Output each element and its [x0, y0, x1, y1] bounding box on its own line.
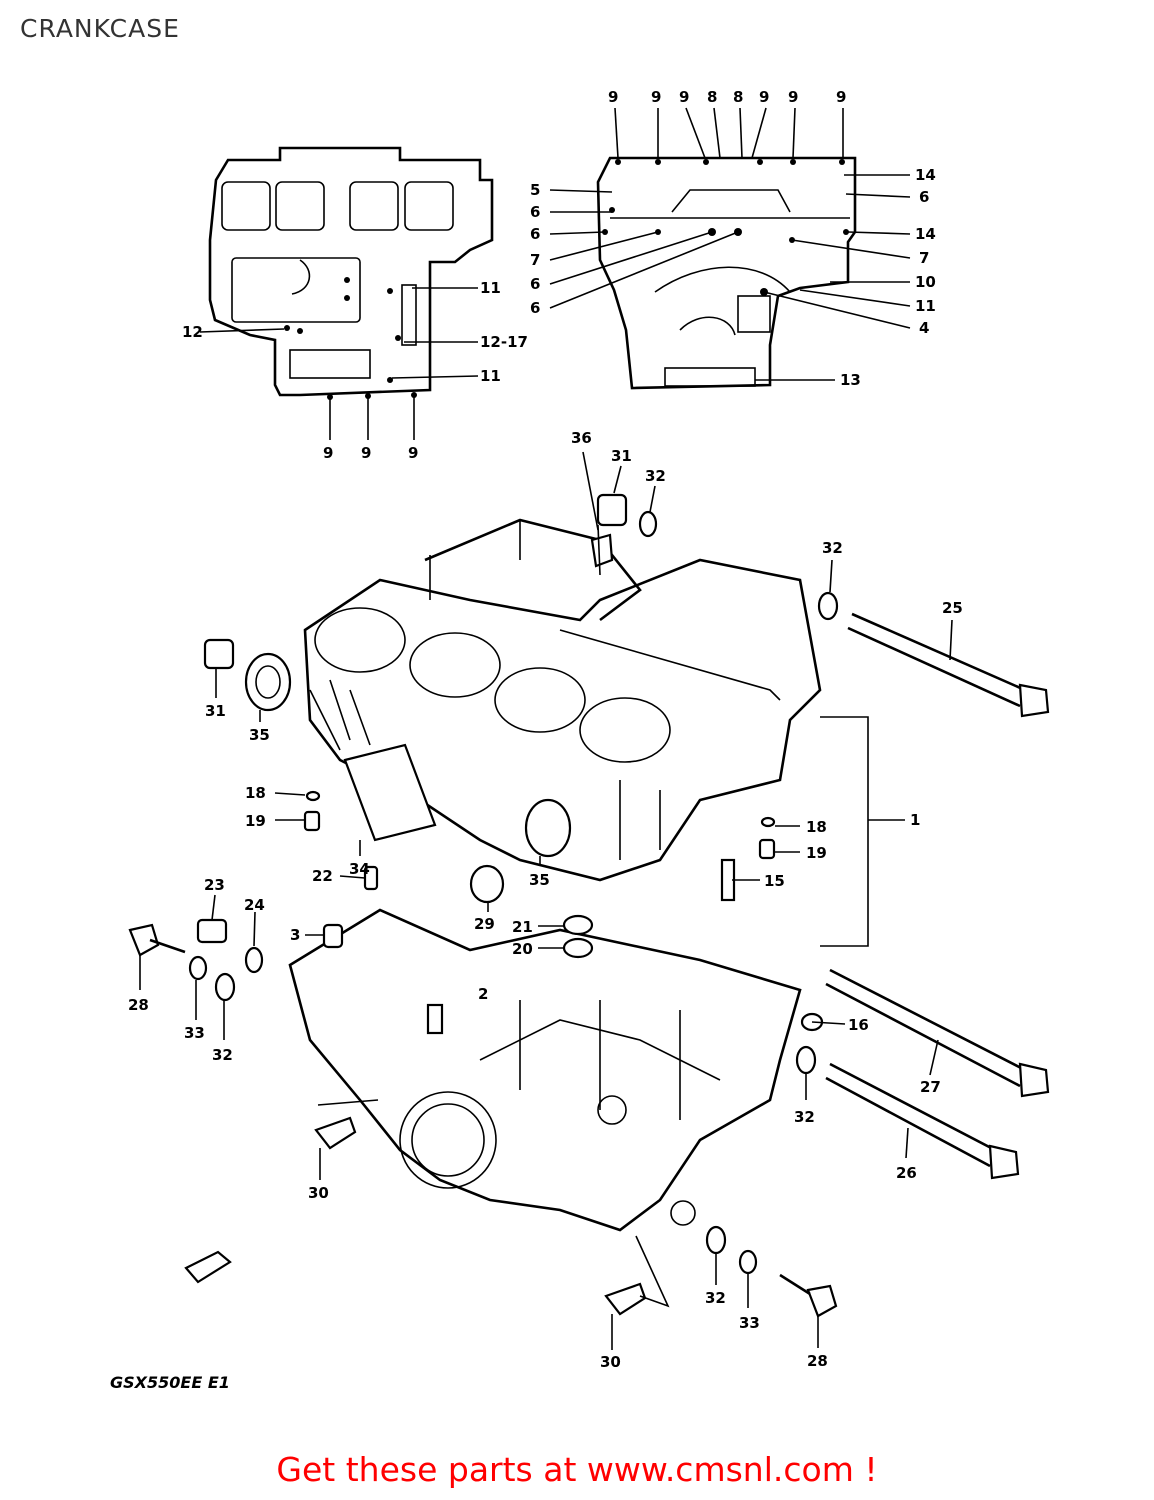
callout-label: 32 — [705, 1289, 726, 1307]
callout-label: 9 — [836, 88, 846, 106]
callout-label: 32 — [645, 467, 666, 485]
callout-label: 21 — [512, 918, 533, 936]
callout-label: 13 — [840, 371, 861, 389]
callout-label: 3 — [290, 926, 300, 944]
small-parts — [128, 493, 839, 1318]
callout-label: 22 — [312, 867, 333, 885]
model-code: GSX550EE E1 — [110, 1373, 230, 1392]
callout-label: 35 — [249, 726, 270, 744]
callout-label: 28 — [807, 1352, 828, 1370]
callout-label: 15 — [764, 872, 785, 890]
callout-label: 16 — [848, 1016, 869, 1034]
callout-label: 18 — [245, 784, 266, 802]
callout-label: 5 — [530, 181, 540, 199]
callout-label: 4 — [919, 319, 929, 337]
callout-label: 33 — [184, 1024, 205, 1042]
callout-label: 33 — [739, 1314, 760, 1332]
callout-label: 32 — [212, 1046, 233, 1064]
callout-label: 19 — [245, 812, 266, 830]
callout-label: 9 — [788, 88, 798, 106]
callout-label: 6 — [530, 299, 540, 317]
lower-crankcase-plan-view: 9 9 9 8 8 9 9 9 14 6 14 7 10 11 4 13 5 6… — [530, 88, 936, 390]
callout-label: 2 — [478, 985, 488, 1003]
main-callouts: 36 31 32 32 25 31 35 18 19 34 35 18 19 1… — [128, 429, 963, 1371]
callout-label: 1 — [910, 811, 920, 829]
callout-label: 6 — [919, 188, 929, 206]
through-bolts — [825, 612, 1050, 1180]
footer-link-wrapper: Get these parts at www.cmsnl.com ! — [0, 1450, 1154, 1489]
lower-crankcase-half — [288, 908, 802, 1232]
callout-label: 34 — [349, 860, 370, 878]
callout-label: 32 — [822, 539, 843, 557]
callout-label: 11 — [480, 279, 501, 297]
callout-label: 11 — [915, 297, 936, 315]
callout-label: 29 — [474, 915, 495, 933]
callout-label: 28 — [128, 996, 149, 1014]
callout-label: 7 — [530, 251, 540, 269]
upper-crankcase-plan-view: 11 12 12-17 11 9 9 9 — [182, 146, 528, 462]
callout-label: 12-17 — [480, 333, 528, 351]
cmsnl-parts-link[interactable]: Get these parts at www.cmsnl.com ! — [276, 1450, 878, 1489]
callout-label: 31 — [205, 702, 226, 720]
callout-label: 6 — [530, 225, 540, 243]
callout-label: 36 — [571, 429, 592, 447]
callout-label: 10 — [915, 273, 936, 291]
callout-label: 9 — [679, 88, 689, 106]
callout-label: 30 — [308, 1184, 329, 1202]
callout-label: 7 — [919, 249, 929, 267]
callout-label: 9 — [323, 444, 333, 462]
callout-label: 11 — [480, 367, 501, 385]
callout-label: 18 — [806, 818, 827, 836]
callout-label: 27 — [920, 1078, 941, 1096]
callout-label: 14 — [915, 166, 936, 184]
callout-label: 9 — [651, 88, 661, 106]
callout-label: 14 — [915, 225, 936, 243]
callout-label: 9 — [408, 444, 418, 462]
callout-label: 24 — [244, 896, 265, 914]
callout-label: 9 — [361, 444, 371, 462]
callout-label: 30 — [600, 1353, 621, 1371]
callout-label: 6 — [530, 275, 540, 293]
callout-label: 8 — [733, 88, 743, 106]
callout-label: 9 — [759, 88, 769, 106]
callout-label: 23 — [204, 876, 225, 894]
callout-label: 8 — [707, 88, 717, 106]
callout-label: 20 — [512, 940, 533, 958]
callout-label: 31 — [611, 447, 632, 465]
callout-label: 32 — [794, 1108, 815, 1126]
callout-label: 6 — [530, 203, 540, 221]
callout-label: 12 — [182, 323, 203, 341]
page-title: CRANKCASE — [20, 14, 180, 43]
callout-label: 19 — [806, 844, 827, 862]
callout-label: 25 — [942, 599, 963, 617]
main-leader-lines — [139, 451, 953, 1350]
callout-label: 35 — [529, 871, 550, 889]
callout-label: 9 — [608, 88, 618, 106]
callout-label: 26 — [896, 1164, 917, 1182]
